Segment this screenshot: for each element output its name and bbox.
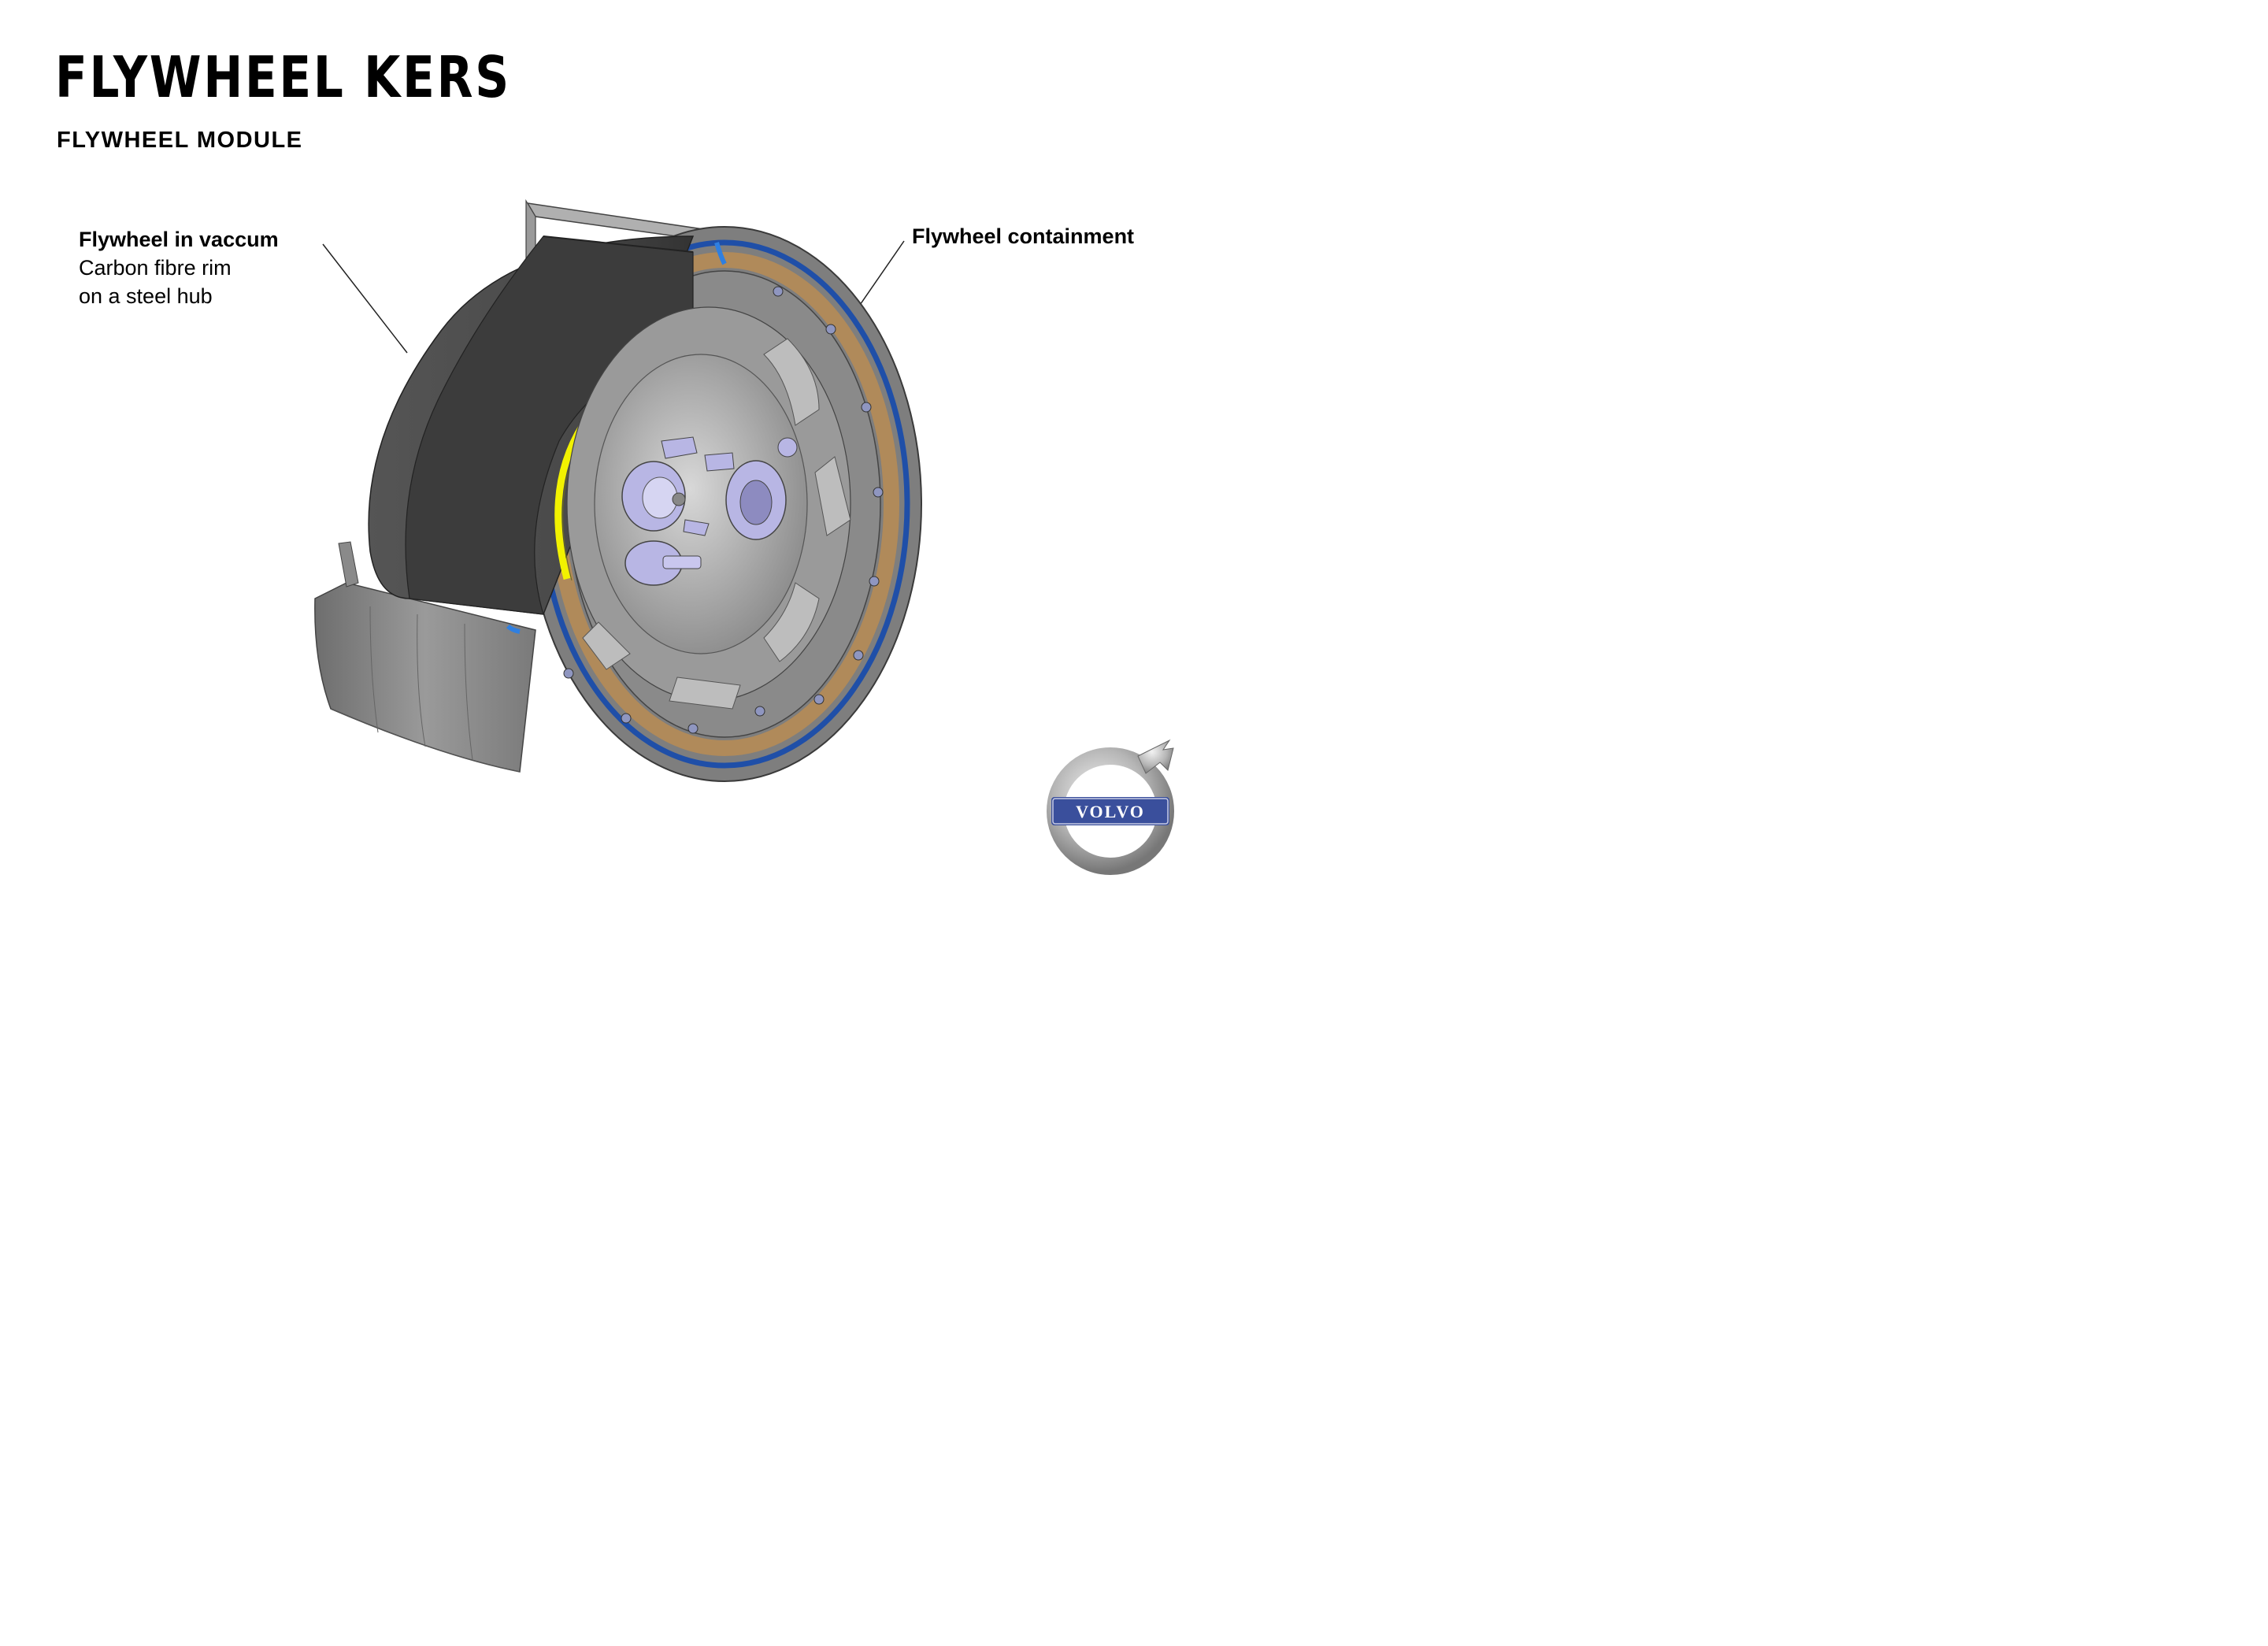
containment-bolts <box>563 286 884 734</box>
page-title: FLYWHEEL KERS <box>55 44 511 110</box>
containment-callout: Flywheel containment <box>912 222 1134 250</box>
flywheel-callout-line-2: on a steel hub <box>79 284 213 308</box>
volvo-badge <box>1051 797 1169 825</box>
flywheel-module-diagram <box>314 198 922 782</box>
page-subtitle: FLYWHEEL MODULE <box>57 128 303 153</box>
bearing-assembly <box>621 436 798 586</box>
containment-callout-heading: Flywheel containment <box>912 224 1135 248</box>
flywheel-callout-heading: Flywheel in vaccum <box>79 228 279 251</box>
seal-accent-top <box>714 242 727 265</box>
flywheel-callout-line-1: Carbon fibre rim <box>79 256 232 280</box>
seal-accent-bottom <box>506 624 521 634</box>
containment-leader-line <box>858 240 905 308</box>
flywheel-rim <box>368 235 695 615</box>
volvo-arrow-icon <box>1137 739 1174 774</box>
volvo-logo: VOLVO <box>1047 739 1174 875</box>
flywheel-callout: Flywheel in vaccum Carbon fibre rim on a… <box>79 225 279 310</box>
flywheel-leader-line <box>322 243 408 354</box>
volvo-wordmark: VOLVO <box>1076 802 1145 821</box>
